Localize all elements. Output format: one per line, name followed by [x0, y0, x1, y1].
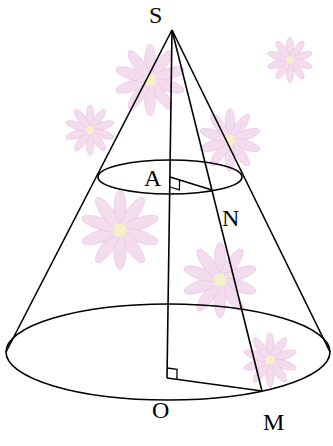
- flower-watermark: [65, 37, 313, 387]
- axis-line: [167, 30, 172, 378]
- point-label: M: [263, 410, 284, 434]
- watermark-center: [113, 223, 127, 237]
- radius-an: [170, 177, 212, 190]
- right-angle-mark: [170, 180, 180, 190]
- point-label: S: [149, 3, 162, 27]
- point-label: N: [222, 206, 239, 230]
- watermark-center: [286, 56, 294, 64]
- point-label: O: [152, 398, 169, 422]
- watermark-center: [86, 126, 95, 135]
- generatrix-line: [6, 30, 172, 352]
- point-label: A: [144, 166, 161, 190]
- watermark-center: [265, 355, 274, 364]
- generatrix-line: [172, 30, 330, 352]
- segment-sm: [172, 30, 262, 391]
- right-angle-mark: [167, 368, 177, 379]
- watermark-center: [214, 274, 227, 287]
- radius-om: [167, 378, 262, 391]
